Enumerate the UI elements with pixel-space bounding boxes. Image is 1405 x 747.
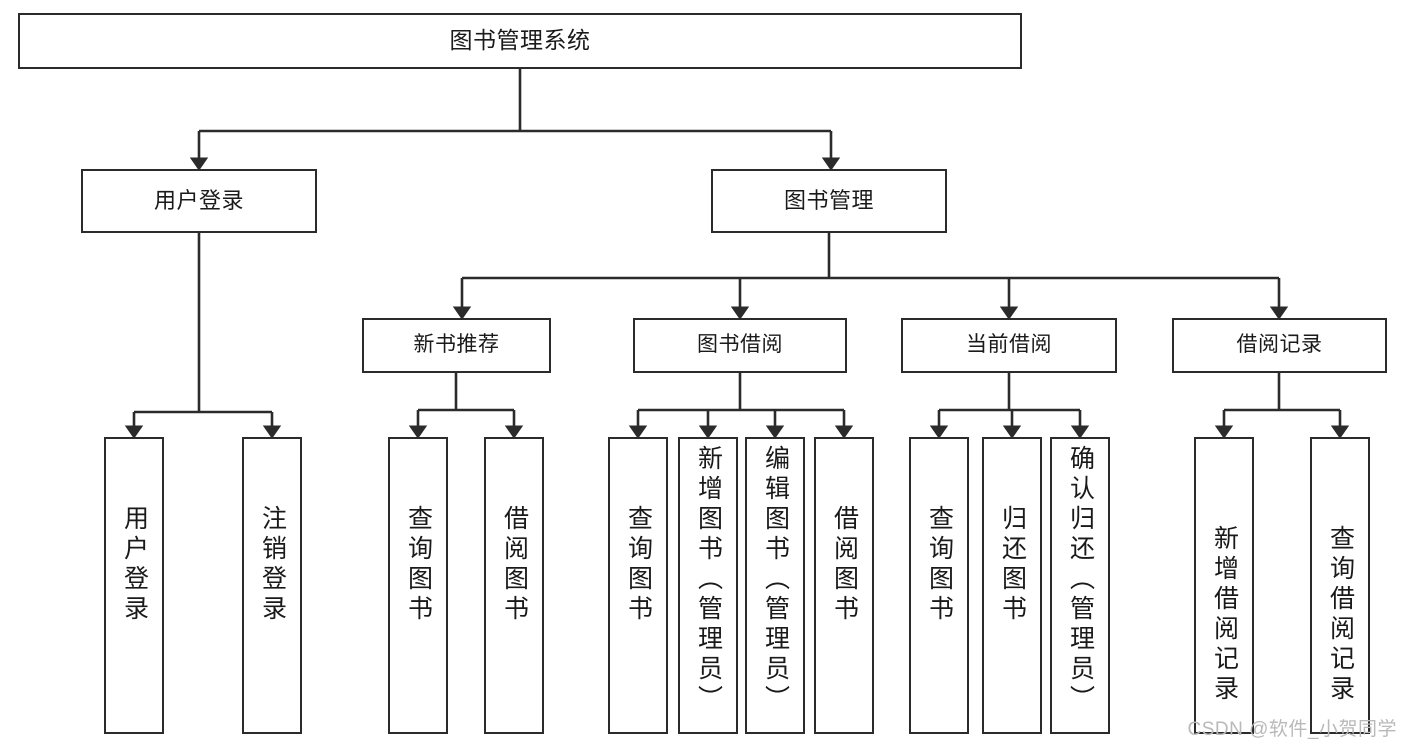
leaf-query-borrow-record[interactable]: 查询借阅记录 (1310, 437, 1370, 734)
node-user-login-label: 用户登录 (153, 188, 244, 214)
leaf-borrow-book-recommend[interactable]: 借阅图书 (484, 437, 544, 734)
node-new-book-recommend[interactable]: 新书推荐 (362, 318, 551, 373)
node-borrow-record-label: 借阅记录 (1236, 333, 1323, 357)
leaf-edit-book-admin-label: 编辑图书（管理员） (761, 445, 790, 715)
leaf-add-borrow-record-label: 新增借阅记录 (1210, 525, 1239, 705)
leaf-query-book-recommend[interactable]: 查询图书 (388, 437, 448, 734)
node-book-borrow-label: 图书借阅 (697, 333, 783, 357)
leaf-borrow-book-label: 借阅图书 (830, 505, 859, 625)
node-user-login[interactable]: 用户登录 (81, 169, 317, 233)
node-root-label: 图书管理系统 (449, 27, 591, 54)
node-book-borrow[interactable]: 图书借阅 (633, 318, 847, 373)
leaf-confirm-return-admin[interactable]: 确认归还（管理员） (1050, 437, 1110, 734)
leaf-add-book-admin-label: 新增图书（管理员） (694, 445, 723, 715)
node-book-management[interactable]: 图书管理 (711, 169, 947, 233)
watermark-text: CSDN @软件_小贺同学 (1187, 719, 1397, 740)
leaf-return-book-label: 归还图书 (998, 505, 1027, 625)
node-new-book-recommend-label: 新书推荐 (413, 333, 500, 357)
leaf-query-book-current[interactable]: 查询图书 (909, 437, 969, 734)
leaf-confirm-return-admin-label: 确认归还（管理员） (1066, 445, 1095, 715)
leaf-query-borrow-record-label: 查询借阅记录 (1326, 525, 1355, 705)
node-root[interactable]: 图书管理系统 (18, 13, 1022, 69)
node-current-borrow-label: 当前借阅 (966, 333, 1052, 357)
node-book-management-label: 图书管理 (783, 188, 874, 214)
leaf-query-book-borrow-label: 查询图书 (624, 505, 653, 625)
leaf-query-book-borrow[interactable]: 查询图书 (608, 437, 668, 734)
leaf-user-logout-label: 注销登录 (258, 505, 287, 625)
leaf-add-borrow-record[interactable]: 新增借阅记录 (1194, 437, 1254, 734)
leaf-user-login[interactable]: 用户登录 (104, 437, 164, 734)
node-current-borrow[interactable]: 当前借阅 (901, 318, 1117, 373)
leaf-borrow-book[interactable]: 借阅图书 (814, 437, 874, 734)
leaf-query-book-recommend-label: 查询图书 (404, 505, 433, 625)
leaf-user-logout[interactable]: 注销登录 (242, 437, 302, 734)
node-borrow-record[interactable]: 借阅记录 (1172, 318, 1387, 373)
leaf-edit-book-admin[interactable]: 编辑图书（管理员） (745, 437, 805, 734)
leaf-borrow-book-recommend-label: 借阅图书 (500, 505, 529, 625)
leaf-query-book-current-label: 查询图书 (925, 505, 954, 625)
leaf-return-book[interactable]: 归还图书 (982, 437, 1042, 734)
leaf-user-login-label: 用户登录 (120, 505, 149, 625)
leaf-add-book-admin[interactable]: 新增图书（管理员） (678, 437, 738, 734)
